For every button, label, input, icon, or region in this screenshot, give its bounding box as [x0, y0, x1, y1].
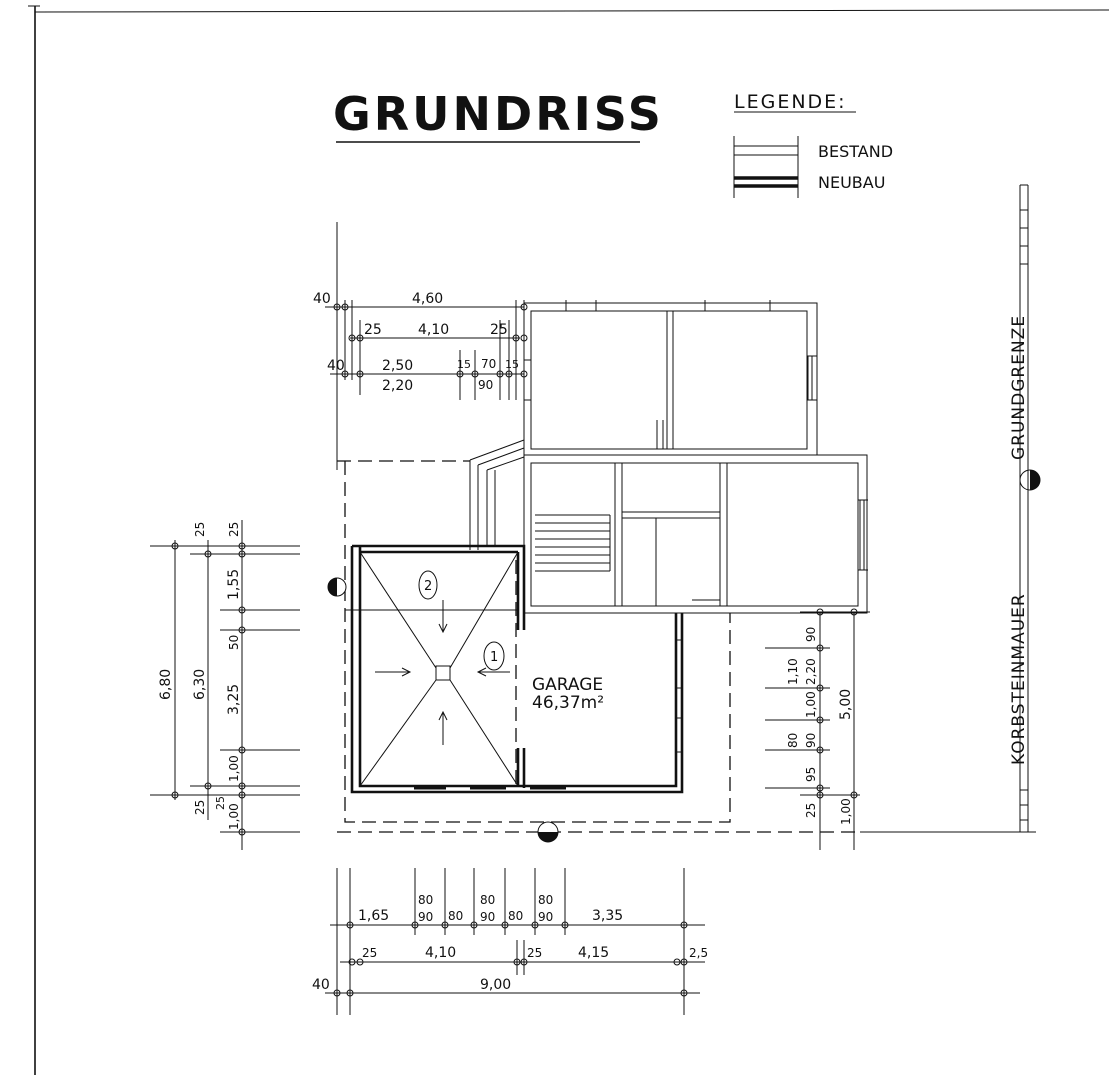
boundary-label: GRUNDGRENZE	[1009, 315, 1029, 460]
dim-top-70: 70	[481, 357, 496, 371]
dim-top-25a: 25	[364, 322, 382, 338]
dimension-chain-right: 90 1,10 2,20 1,00 5,00 80 90 95 25 1,00	[765, 608, 870, 850]
dim-left-100a: 1,00	[227, 755, 241, 782]
dim-right-25: 25	[804, 803, 818, 818]
dim-bottom-25c: 2,5	[689, 946, 708, 960]
existing-building	[469, 300, 868, 614]
page-title: GRUNDRISS	[333, 87, 664, 141]
dim-top-220: 2,20	[382, 378, 413, 394]
dim-top-460: 4,60	[412, 291, 443, 307]
property-boundary: GRUNDGRENZE KORBSTEINMAUER	[860, 184, 1036, 833]
title-block: GRUNDRISS	[333, 87, 664, 143]
dim-bottom-90c: 90	[538, 910, 553, 924]
garage: 2 1 GARAGE 46,37m²	[345, 544, 684, 794]
dim-right-220: 2,20	[804, 658, 818, 685]
dim-bottom-900: 9,00	[480, 977, 511, 993]
dimension-chain-bottom: 1,65 80 90 80 80 90 80 80 90 3,35 25 4,1…	[312, 868, 708, 1015]
dim-bottom-415: 4,15	[578, 945, 609, 961]
callout-1-label: 1	[490, 650, 498, 665]
garage-wall	[350, 544, 684, 794]
dim-left-50: 50	[227, 635, 241, 650]
dim-bottom-80d: 80	[508, 909, 523, 923]
dim-bottom-80c: 80	[480, 893, 495, 907]
dim-top-25b: 25	[490, 322, 508, 338]
garage-area: 46,37m²	[532, 693, 604, 713]
dim-top-40a: 40	[313, 291, 331, 307]
dashed-outline	[337, 460, 860, 833]
dim-right-110: 1,10	[786, 658, 800, 685]
dim-top-15: 15	[457, 358, 471, 371]
callout-circle-1	[483, 641, 505, 671]
legend: LEGENDE: BESTAND NEUBAU	[733, 91, 893, 198]
dim-right-90a: 90	[804, 627, 818, 642]
legend-heading: LEGENDE:	[734, 91, 847, 113]
staircase	[535, 514, 611, 572]
legend-new-label: NEUBAU	[818, 173, 885, 192]
legend-existing-label: BESTAND	[818, 142, 893, 161]
dim-left-155: 1,55	[226, 569, 242, 600]
dim-top-90: 90	[478, 378, 493, 392]
dim-right-500: 5,00	[838, 689, 854, 720]
dim-left-630: 6,30	[192, 669, 208, 700]
legend-swatch-existing	[734, 145, 798, 156]
dim-top-40b: 40	[327, 358, 345, 374]
dim-left-100b: 1,00	[227, 803, 241, 830]
dim-bottom-25b: 25	[527, 946, 542, 960]
dim-bottom-335: 3,35	[592, 908, 623, 924]
dim-top-15b: 15	[505, 358, 519, 371]
dim-left-25d: 25	[214, 796, 227, 810]
dim-bottom-80a: 80	[418, 893, 433, 907]
dimension-chain-left: 6,80 6,30 25 25 1,55 50 3,25 1,00 25 25 …	[150, 520, 300, 850]
dimension-chain-top: 40 4,60 25 4,10 25 40 2,50 2,20 15 70 15…	[313, 222, 528, 470]
dim-right-100: 1,00	[804, 691, 818, 718]
survey-marker-south	[537, 821, 559, 843]
dim-right-80: 80	[786, 733, 800, 748]
dim-bottom-90a: 90	[418, 910, 433, 924]
dim-right-90b: 90	[804, 733, 818, 748]
survey-marker-east	[1019, 469, 1041, 491]
boundary-wall-label: KORBSTEINMAUER	[1009, 593, 1029, 765]
dim-left-680: 6,80	[158, 669, 174, 700]
dim-bottom-90b: 90	[480, 910, 495, 924]
dim-left-25c: 25	[193, 800, 207, 815]
dim-bottom-80b: 80	[448, 909, 463, 923]
sheet-border	[28, 5, 1109, 1075]
dim-left-25a: 25	[193, 522, 207, 537]
dim-bottom-25a: 25	[362, 946, 377, 960]
dim-left-25b: 25	[227, 522, 241, 537]
dim-bottom-40: 40	[312, 977, 330, 993]
dim-left-325: 3,25	[226, 684, 242, 715]
dim-top-410: 4,10	[418, 322, 449, 338]
callout-circle-2	[418, 570, 438, 600]
dim-bottom-80e: 80	[538, 893, 553, 907]
callout-2-label: 2	[424, 579, 432, 594]
dim-top-250: 2,50	[382, 358, 413, 374]
legend-swatch-new	[734, 176, 798, 188]
dim-right-100b: 1,00	[839, 798, 853, 825]
garage-name: GARAGE	[532, 675, 603, 695]
roof-hip-lines	[359, 551, 519, 787]
dim-bottom-410: 4,10	[425, 945, 456, 961]
survey-marker-west	[327, 577, 347, 597]
dim-right-95: 95	[804, 767, 818, 782]
dim-bottom-165: 1,65	[358, 908, 389, 924]
